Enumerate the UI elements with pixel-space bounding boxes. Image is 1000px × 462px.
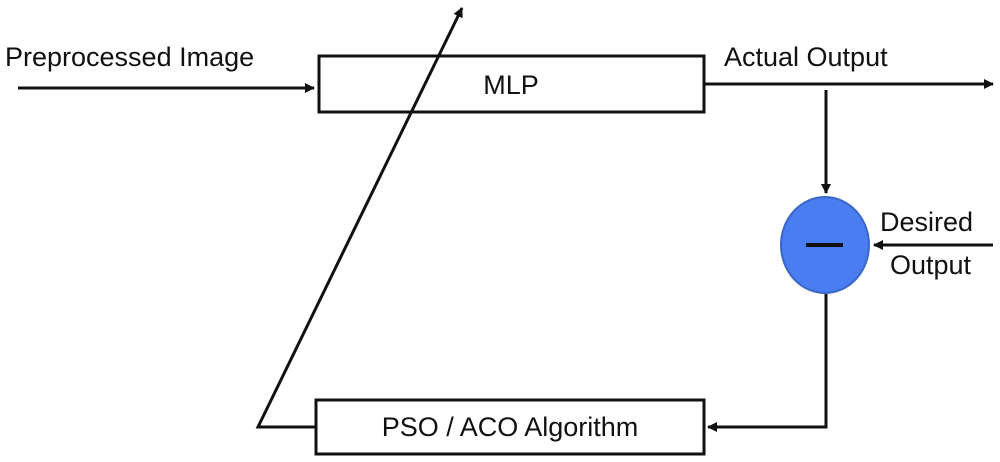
desired-output-label-line2: Output <box>890 250 972 280</box>
optimizer-box <box>314 398 706 456</box>
actual-output-label: Actual Output <box>724 42 888 72</box>
mlp-box <box>317 54 706 114</box>
mlp-label: MLP <box>483 70 539 100</box>
feedback-arrow <box>255 7 464 429</box>
input-label: Preprocessed Image <box>5 42 254 72</box>
error-arrow <box>707 294 828 432</box>
optimizer-label: PSO / ACO Algorithm <box>382 412 639 442</box>
desired-output-label-line1: Desired <box>880 207 973 237</box>
